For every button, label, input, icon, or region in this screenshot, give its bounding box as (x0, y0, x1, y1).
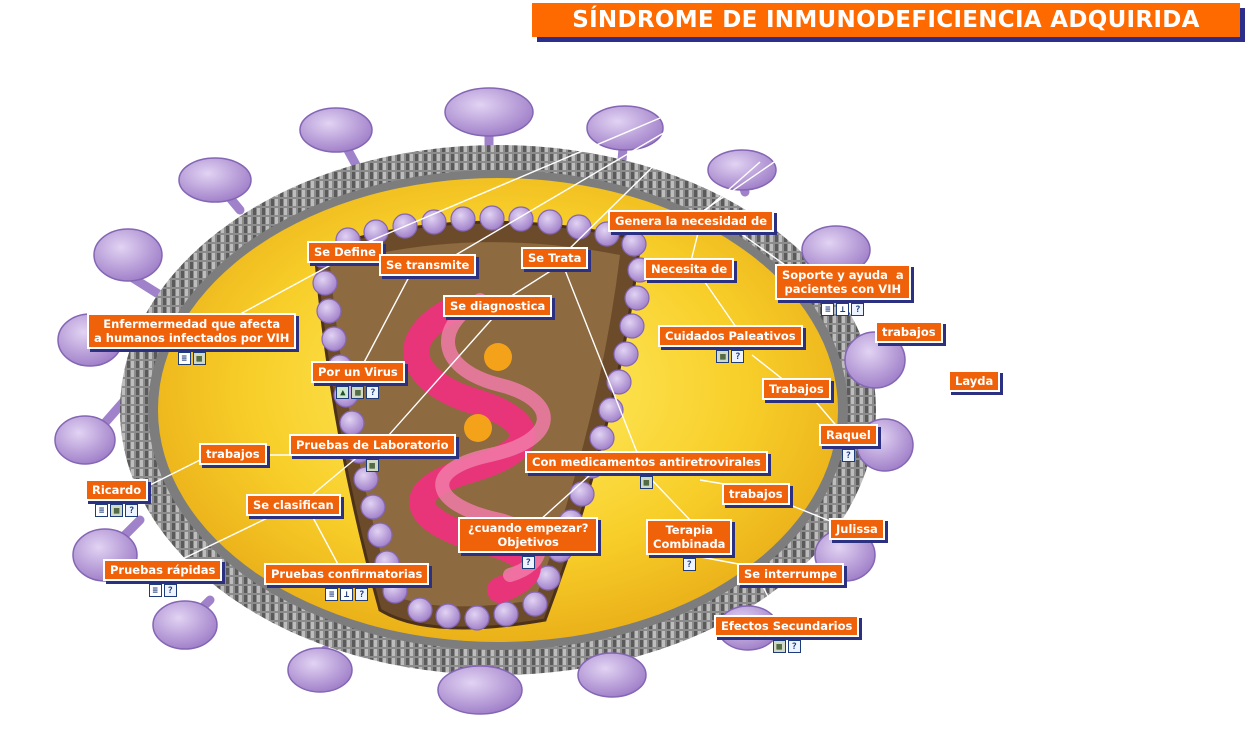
node-cuando-empezar[interactable]: ¿cuando empezar? Objetivos ? (458, 517, 599, 569)
node-label: Se interrumpe (737, 563, 845, 585)
node-se-transmite[interactable]: Se transmite (379, 254, 477, 276)
node-label: ¿cuando empezar? Objetivos (458, 517, 599, 553)
node-icons: ▦ (639, 476, 653, 489)
node-trabajos-left[interactable]: trabajos (199, 443, 267, 465)
node-icons: ? (682, 558, 696, 571)
node-label: Cuidados Paleativos (658, 325, 803, 347)
node-icons: ≡ ⊥ ? (325, 588, 369, 601)
image-icon[interactable]: ▲ (336, 386, 350, 399)
node-ricardo[interactable]: Ricardo ≡ ▦ ? (85, 479, 149, 517)
help-icon[interactable]: ? (682, 558, 696, 571)
video-icon[interactable]: ▦ (192, 352, 206, 365)
video-icon[interactable]: ▦ (365, 459, 379, 472)
node-icons: ≡ ⊥ ? (821, 303, 865, 316)
node-medicamentos[interactable]: Con medicamentos antiretrovirales ▦ (525, 451, 768, 489)
video-icon[interactable]: ▦ (351, 386, 365, 399)
video-icon[interactable]: ▦ (772, 640, 786, 653)
enzyme-dot (484, 343, 512, 371)
node-label: Necesita de (644, 258, 735, 280)
node-label: Trabajos (762, 378, 831, 400)
node-label: Efectos Secundarios (714, 615, 860, 637)
document-icon[interactable]: ≡ (177, 352, 191, 365)
help-icon[interactable]: ? (851, 303, 865, 316)
help-icon[interactable]: ? (841, 449, 855, 462)
node-label: trabajos (722, 483, 790, 505)
node-se-interrumpe[interactable]: Se interrumpe (737, 563, 845, 585)
node-label: Se transmite (379, 254, 477, 276)
node-label: trabajos (199, 443, 267, 465)
node-icons: ≡ ? (148, 584, 177, 597)
node-cuidados-paleativos[interactable]: Cuidados Paleativos ▦ ? (658, 325, 803, 363)
node-raquel[interactable]: Raquel ? (819, 424, 878, 462)
node-trabajos-right[interactable]: trabajos (875, 321, 943, 343)
node-label: Se Define (307, 241, 383, 263)
document-icon[interactable]: ≡ (95, 504, 109, 517)
node-label: Layda (948, 370, 1001, 392)
node-layda[interactable]: Layda (948, 370, 1001, 392)
node-se-clasifican[interactable]: Se clasifican (246, 494, 341, 516)
node-pruebas-confirmatorias[interactable]: Pruebas confirmatorias ≡ ⊥ ? (264, 563, 430, 601)
node-icons: ▦ ? (772, 640, 801, 653)
node-label: Pruebas confirmatorias (264, 563, 430, 585)
node-se-diagnostica[interactable]: Se diagnostica (443, 295, 553, 317)
help-icon[interactable]: ? (125, 504, 139, 517)
node-icons: ≡ ▦ (177, 352, 206, 365)
node-label: Raquel (819, 424, 878, 446)
help-icon[interactable]: ? (163, 584, 177, 597)
node-soporte-ayuda[interactable]: Soporte y ayuda a pacientes con VIH ≡ ⊥ … (775, 264, 911, 316)
help-icon[interactable]: ? (355, 588, 369, 601)
node-label: Soporte y ayuda a pacientes con VIH (775, 264, 911, 300)
node-label: Se Trata (521, 247, 589, 269)
node-label: Pruebas de Laboratorio (289, 434, 456, 456)
node-label: Por un Virus (311, 361, 405, 383)
node-icons: ? (841, 449, 855, 462)
node-icons: ▲ ▦ ? (336, 386, 380, 399)
node-label: Se diagnostica (443, 295, 553, 317)
node-label: Enfermermedad que afecta a humanos infec… (87, 313, 297, 349)
node-icons: ▦ ? (716, 350, 745, 363)
node-trabajos-mid[interactable]: trabajos (722, 483, 790, 505)
help-icon[interactable]: ? (731, 350, 745, 363)
node-julissa[interactable]: Julissa (829, 518, 885, 540)
node-genera-necesidad[interactable]: Genera la necesidad de (608, 210, 775, 232)
node-label: Con medicamentos antiretrovirales (525, 451, 768, 473)
node-label: Genera la necesidad de (608, 210, 775, 232)
document-icon[interactable]: ≡ (821, 303, 835, 316)
node-pruebas-rapidas[interactable]: Pruebas rápidas ≡ ? (103, 559, 223, 597)
help-icon[interactable]: ? (787, 640, 801, 653)
enzyme-dot (464, 414, 492, 442)
node-se-trata[interactable]: Se Trata (521, 247, 589, 269)
node-efectos-secundarios[interactable]: Efectos Secundarios ▦ ? (714, 615, 860, 653)
node-trabajos-capital[interactable]: Trabajos (762, 378, 831, 400)
node-label: trabajos (875, 321, 943, 343)
node-label: Pruebas rápidas (103, 559, 223, 581)
video-icon[interactable]: ▦ (110, 504, 124, 517)
node-label: Ricardo (85, 479, 149, 501)
page-title: SÍNDROME DE INMUNODEFICIENCIA ADQUIRIDA (532, 3, 1240, 37)
node-label: Julissa (829, 518, 885, 540)
node-icons: ≡ ▦ ? (95, 504, 139, 517)
video-icon[interactable]: ▦ (716, 350, 730, 363)
node-necesita-de[interactable]: Necesita de (644, 258, 735, 280)
help-icon[interactable]: ? (366, 386, 380, 399)
concept-map-icon[interactable]: ⊥ (836, 303, 850, 316)
node-icons: ▦ (365, 459, 379, 472)
concept-map-icon[interactable]: ⊥ (340, 588, 354, 601)
document-icon[interactable]: ≡ (148, 584, 162, 597)
node-por-un-virus[interactable]: Por un Virus ▲ ▦ ? (311, 361, 405, 399)
node-terapia-combinada[interactable]: Terapia Combinada ? (646, 519, 733, 571)
document-icon[interactable]: ≡ (325, 588, 339, 601)
node-se-define[interactable]: Se Define (307, 241, 383, 263)
node-pruebas-laboratorio[interactable]: Pruebas de Laboratorio ▦ (289, 434, 456, 472)
node-label: Terapia Combinada (646, 519, 733, 555)
video-icon[interactable]: ▦ (639, 476, 653, 489)
node-enfermedad[interactable]: Enfermermedad que afecta a humanos infec… (87, 313, 297, 365)
node-label: Se clasifican (246, 494, 341, 516)
help-icon[interactable]: ? (521, 556, 535, 569)
node-icons: ? (521, 556, 535, 569)
